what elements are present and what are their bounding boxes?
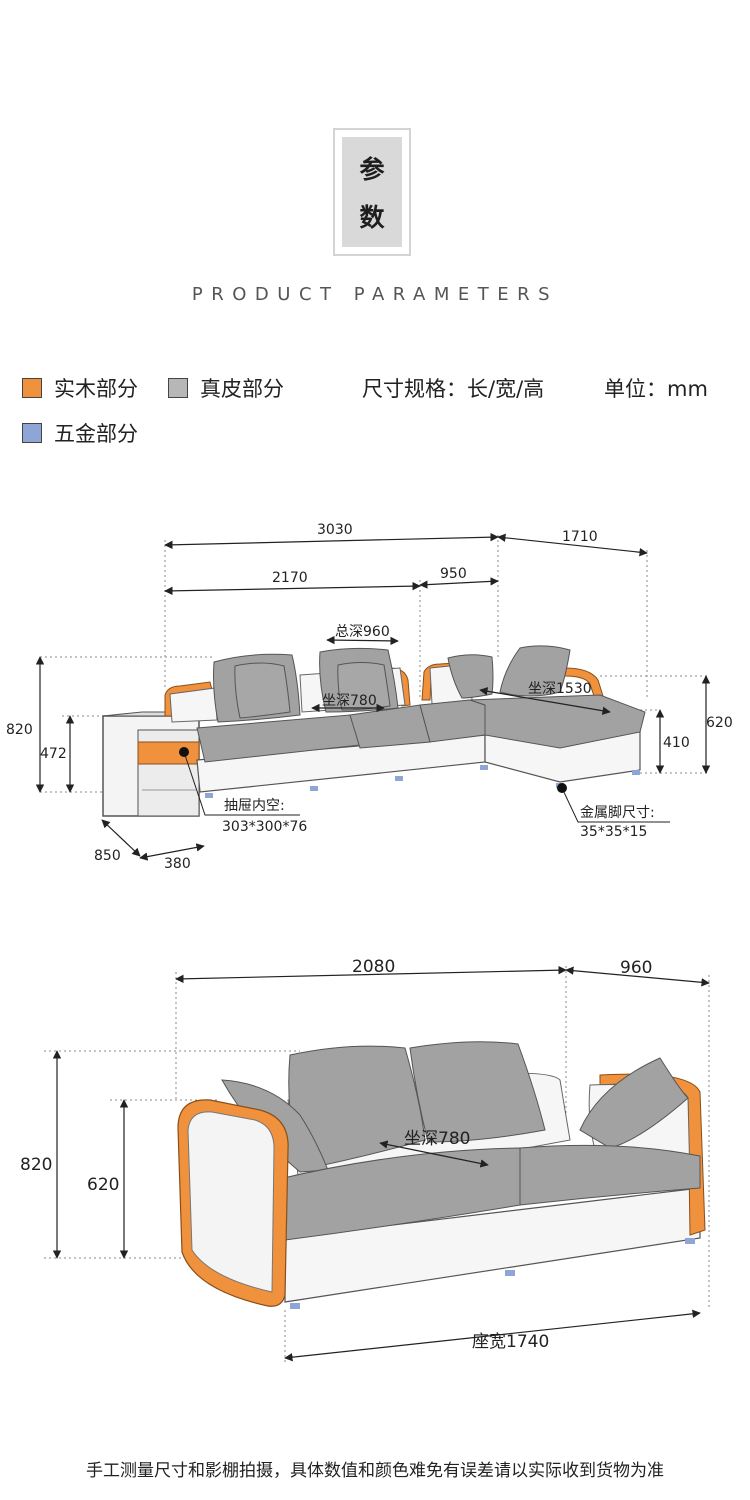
footer-note: 手工测量尺寸和影棚拍摄，具体数值和颜色难免有误差请以实际收到货物为准 xyxy=(86,1461,664,1481)
leg-4 xyxy=(480,765,488,770)
dim2-depth: 960 xyxy=(620,958,652,978)
dim-table-width: 380 xyxy=(164,856,191,872)
dim-table-depth: 850 xyxy=(94,848,121,864)
title-char-2: 数 xyxy=(359,203,385,232)
dim-total-length: 3030 xyxy=(317,522,353,538)
title-box: 参 数 xyxy=(333,128,411,256)
dim-chaise-length: 1710 xyxy=(562,529,598,545)
dim-main-length: 2170 xyxy=(272,570,308,586)
legend-leather: 真皮部分 xyxy=(168,373,284,403)
legend-hardware: 五金部分 xyxy=(22,418,138,448)
dim-seat-depth: 坐深780 xyxy=(322,693,377,709)
dim-middle-length: 950 xyxy=(440,566,467,582)
dim-side-table-height: 472 xyxy=(40,746,67,762)
leg-label: 金属脚尺寸: xyxy=(580,805,655,821)
drawer-callout-dot xyxy=(179,747,189,757)
spec-label: 尺寸规格：长/宽/高 xyxy=(362,377,545,401)
leg-b xyxy=(505,1270,515,1276)
leg-1 xyxy=(205,793,213,798)
leg-2 xyxy=(310,786,318,791)
straight-sofa-drawing xyxy=(44,966,710,1362)
title-inner: 参 数 xyxy=(342,137,402,247)
hardware-swatch xyxy=(22,423,42,443)
dim-total-depth: 总深960 xyxy=(335,624,390,640)
leather-swatch xyxy=(168,378,188,398)
dim-chaise-height: 410 xyxy=(663,735,690,751)
leg-size: 35*35*15 xyxy=(580,824,647,840)
title-char-1: 参 xyxy=(359,155,385,184)
dim-chaise-seat-depth: 坐深1530 xyxy=(528,681,592,697)
dim-height-right: 620 xyxy=(706,715,733,731)
leg-3 xyxy=(395,776,403,781)
drawer-size: 303*300*76 xyxy=(222,819,307,835)
leg-6 xyxy=(632,770,640,775)
subtitle: PRODUCT PARAMETERS xyxy=(191,284,559,305)
leg-a xyxy=(290,1303,300,1309)
dim-height-left: 820 xyxy=(6,722,33,738)
dim2-seat-depth: 坐深780 xyxy=(404,1129,470,1149)
dim2-seat-width: 座宽1740 xyxy=(472,1332,549,1352)
leather-label: 真皮部分 xyxy=(200,377,284,401)
dim2-length: 2080 xyxy=(352,957,395,977)
leg-c xyxy=(685,1238,695,1244)
unit-label: 单位：mm xyxy=(604,377,708,401)
side-table xyxy=(102,711,200,817)
leg-callout-dot xyxy=(557,783,567,793)
wood-swatch xyxy=(22,378,42,398)
dim2-back-height: 620 xyxy=(87,1175,119,1195)
corner-sofa-drawing xyxy=(40,535,710,817)
legend-wood: 实木部分 xyxy=(22,373,138,403)
drawer-label: 抽屉内空: xyxy=(224,798,285,814)
wood-label: 实木部分 xyxy=(54,377,138,401)
dim2-height: 820 xyxy=(20,1155,52,1175)
hardware-label: 五金部分 xyxy=(54,422,138,446)
